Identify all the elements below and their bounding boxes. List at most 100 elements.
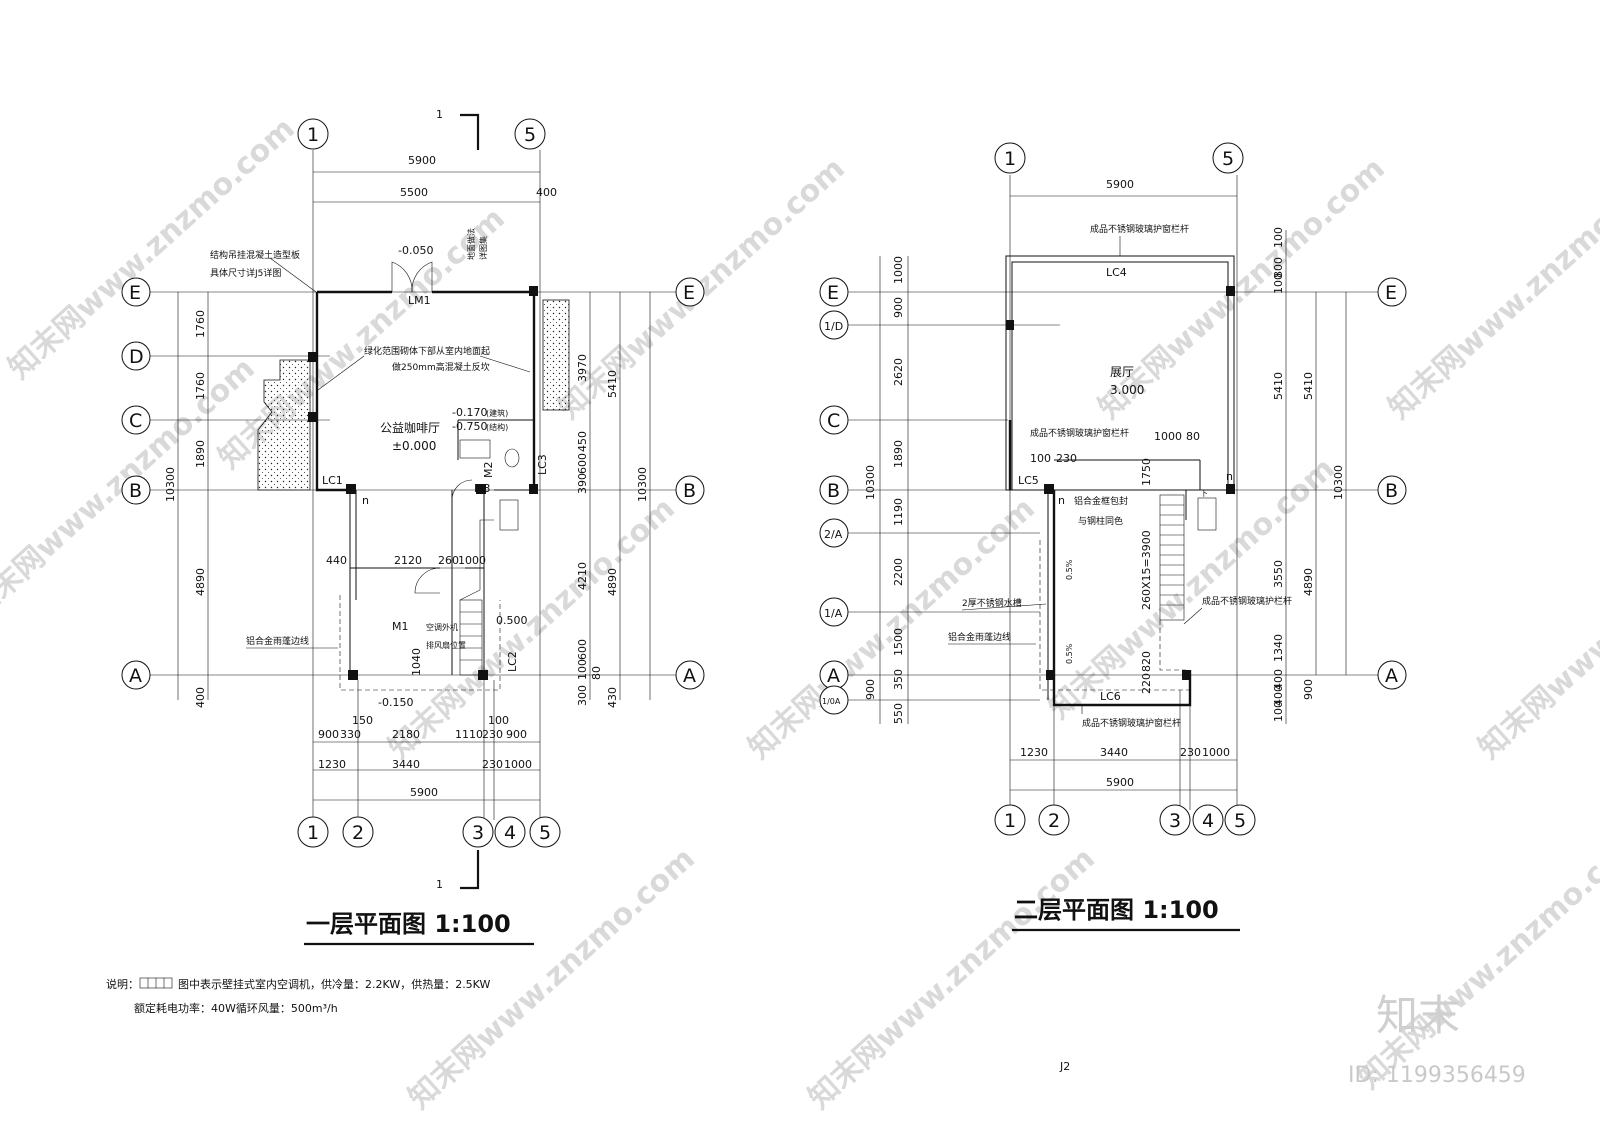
dim-text: 1890 — [892, 440, 905, 468]
dim-text: 1000 — [458, 554, 486, 567]
dim-text: 400 — [1272, 669, 1285, 690]
room-level: ±0.000 — [392, 439, 436, 453]
dim-text: 100 — [1272, 273, 1285, 294]
watermark-text: 知末网www.znzmo.com — [1352, 821, 1600, 1096]
plan2-columns — [1006, 286, 1235, 680]
door-label-lm1: LM1 — [408, 294, 431, 307]
grid-label-row: D — [129, 346, 144, 368]
dim-text: 5900 — [408, 154, 436, 167]
annotation: 与钢柱同色 — [1078, 515, 1123, 527]
annotation: 做250mm高混凝土反坎 — [392, 361, 490, 373]
section-mark-label: 1 — [436, 878, 443, 891]
dim-text: 1500 — [892, 628, 905, 656]
explanation-prefix: 说明： — [106, 977, 139, 991]
grid-label-row: 1/D — [824, 320, 843, 333]
ac-unit-symbol — [1197, 497, 1217, 531]
dim-text: 4210 — [576, 562, 589, 590]
grid-label-row: A — [1385, 665, 1398, 687]
level-mark: -0.170 — [452, 406, 487, 419]
dim-text: 3440 — [392, 758, 420, 771]
dim-text: 900 — [864, 679, 877, 700]
window-label-lc3: LC3 — [536, 454, 549, 475]
plan-2-second-floor: 1 5 1 2 3 4 5 E 1/D C B 2/A 1/A A 1/0A E… — [819, 142, 1407, 932]
dim-text: 1190 — [892, 498, 905, 526]
annotation: 铝合金雨蓬边线 — [948, 631, 1011, 643]
annotation: 成品不锈钢玻璃护窗栏杆 — [1090, 223, 1189, 235]
dim-text: 1340 — [1272, 634, 1285, 662]
plan-1-ground-floor: 1 1 1 5 1 2 3 4 5 E D C B A E B A — [121, 108, 705, 946]
dim-text: 230 — [482, 758, 503, 771]
plan1-title: 一层平面图 1:100 — [306, 910, 511, 938]
dim-text: 600 — [576, 453, 589, 474]
dim-text: 5410 — [606, 370, 619, 398]
grid-label-row: A — [827, 665, 840, 687]
level-mark: -0.150 — [378, 696, 413, 709]
dim-text: 10300 — [164, 467, 177, 502]
dim-text: 2120 — [394, 554, 422, 567]
grid-label-bottom: 2 — [1048, 810, 1060, 832]
label-n: n — [362, 494, 369, 507]
label-n: n — [1226, 470, 1233, 483]
annotation: 绿化范围砌体下部从室内地面起 — [364, 345, 490, 357]
grid-label-row: 1/0A — [822, 697, 841, 706]
dim-text: 1000 — [1202, 746, 1230, 759]
grid-label-top: 1 — [307, 124, 319, 146]
ac-unit-symbol — [499, 499, 519, 531]
canopy-outline — [339, 595, 501, 691]
dim-text: 5900 — [410, 786, 438, 799]
grid-label-row: E — [683, 282, 695, 304]
grid-label-row: B — [129, 480, 142, 502]
dim-text: 100 — [488, 714, 509, 727]
dim-text: 4890 — [606, 568, 619, 596]
window-label-lc5: LC5 — [1018, 474, 1039, 487]
level-mark: -0.750 — [452, 420, 487, 433]
grid-label-row: C — [129, 410, 142, 432]
toilet-fixture — [504, 448, 520, 468]
dim-text: 5410 — [1302, 372, 1315, 400]
watermark-id: ID: 1199356459 — [1348, 1063, 1526, 1088]
grid-label-top: 5 — [1222, 148, 1234, 170]
dim-text: 1000 — [1154, 430, 1182, 443]
window-label-lc2: LC2 — [506, 651, 519, 672]
grid-label-bottom: 3 — [1169, 810, 1181, 832]
plan2-dimension-lines — [879, 195, 1347, 791]
door-label-m3: M3 — [474, 482, 491, 495]
grid-label-top: 5 — [524, 124, 536, 146]
annotation: 2厚不锈钢水槽 — [962, 597, 1022, 609]
dim-text: 100 — [1272, 227, 1285, 248]
dim-text: 230 — [1180, 746, 1201, 759]
dim-text: 300 — [576, 685, 589, 706]
dim-text: 5410 — [1272, 372, 1285, 400]
grid-label-row: E — [827, 282, 839, 304]
dim-text: 1000 — [892, 256, 905, 284]
door-label-m2: M2 — [482, 462, 495, 479]
annotation: 地面做法 — [466, 228, 476, 260]
section-mark: 1 1 — [436, 108, 480, 891]
dim-text: 1760 — [194, 372, 207, 400]
dim-text: 2180 — [392, 728, 420, 741]
dim-text: 260 — [438, 554, 459, 567]
watermark-layer: 知末网www.znzmo.com 知末网www.znzmo.com 知末网www… — [0, 111, 1600, 1116]
annotation: 铝合金框包封 — [1074, 495, 1128, 507]
annotation: 具体尺寸详J5详图 — [210, 267, 281, 279]
plan1-columns — [308, 286, 538, 680]
slope-mark: 0.5% — [1065, 643, 1074, 664]
grid-label-row: E — [129, 282, 141, 304]
grid-label-row: C — [827, 410, 840, 432]
grid-label-row: B — [683, 480, 696, 502]
annotation: 结构吊挂混凝土造型板 — [210, 249, 300, 261]
dim-text: 900 — [892, 297, 905, 318]
plan1-grid-lines — [150, 150, 690, 820]
dim-text: 80 — [1186, 430, 1200, 443]
dim-text: 1890 — [194, 440, 207, 468]
dim-text: 1000 — [504, 758, 532, 771]
dim-text: 10300 — [864, 465, 877, 500]
dim-text: 1040 — [410, 648, 423, 676]
plan1-grid-bubbles: 1 5 1 2 3 4 5 E D C B A E B A — [121, 118, 705, 848]
dim-text: 230 — [482, 728, 503, 741]
grid-label-row: A — [129, 665, 142, 687]
grid-label-row: 1/A — [824, 607, 843, 620]
dim-text: 600 — [576, 639, 589, 660]
dim-text: 900 — [1302, 679, 1315, 700]
